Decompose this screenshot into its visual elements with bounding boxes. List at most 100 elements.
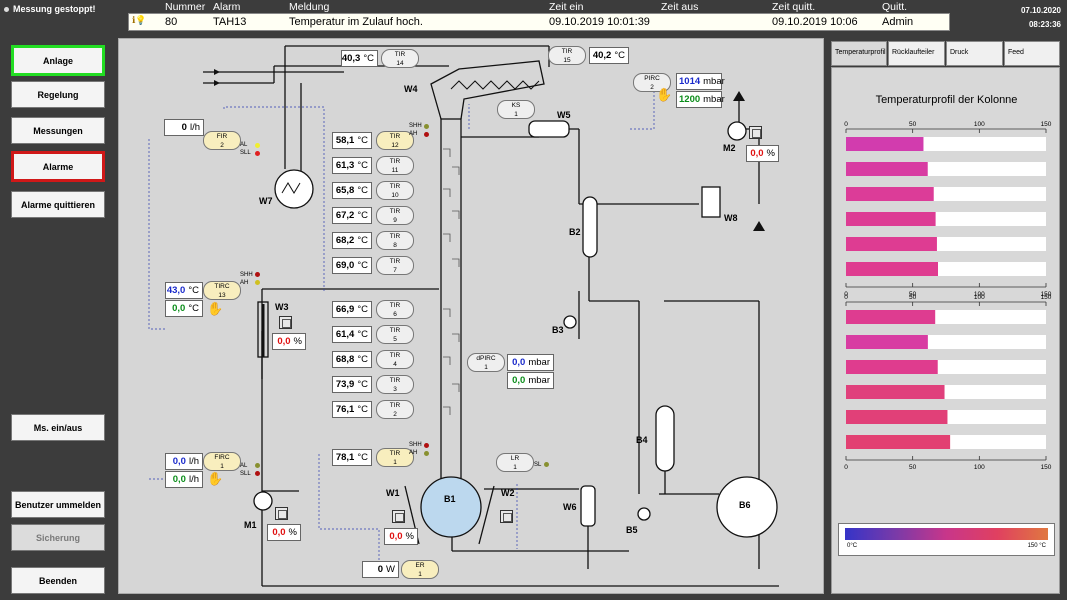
alarme-button[interactable]: Alarme [11,151,105,182]
alarm-row[interactable]: ℹ💡 80 TAH13 Temperatur im Zulauf hoch. 0… [128,13,950,31]
label-w4: W4 [404,84,418,94]
tirc13-shh-led [255,272,260,277]
tab-temperaturprofil[interactable]: Temperaturprofil [831,41,887,66]
label-b3: B3 [552,325,564,335]
anlage-button[interactable]: Anlage [11,45,105,76]
messungen-button[interactable]: Messungen [11,117,105,144]
fir-sll-label: SLL [240,150,251,156]
tab-druck[interactable]: Druck [946,41,1003,66]
w2-setpoint-icon[interactable] [500,510,513,523]
tick-label: 150 [1041,121,1052,128]
temperature-bar [846,385,945,399]
label-b4: B4 [636,435,648,445]
tir1-value: 78,1°C [332,449,372,466]
tick-label-bottom: 100 [974,464,985,471]
tirc13-ah-led [255,280,260,285]
m1-setpoint-icon[interactable] [275,507,288,520]
alarme-quittieren-button[interactable]: Alarme quittieren [11,191,105,218]
legend-max: 150 °C [1027,543,1046,549]
col-zeit-quitt: Zeit quitt. [772,1,816,13]
firc-al-label: AL [240,463,248,469]
tick-label: 150 [1041,294,1052,301]
w1-setpoint-icon[interactable] [392,510,405,523]
chart-title: Temperaturprofil der Kolonne [875,94,1018,106]
tirc13-value-1: 43,0°C [165,282,203,299]
temperature-bar [846,435,951,449]
label-w1: W1 [386,488,400,498]
firc-al-led [255,463,260,468]
manual-hand-icon[interactable]: ✋ [656,87,673,102]
label-w6: W6 [563,502,577,512]
tir15-value: 40,2°C [589,47,629,64]
col-alarm: Alarm [213,1,241,13]
tir-value: 76,1°C [332,401,372,418]
tir12-shh-led [424,124,429,129]
tab-feed[interactable]: Feed [1004,41,1060,66]
alarm-time-ack: 09.10.2019 10:06 [772,16,858,28]
label-w2: W2 [501,488,515,498]
w3-setpoint-icon[interactable] [279,316,292,329]
tick-label: 50 [909,294,917,301]
m2-setpoint-icon[interactable] [749,126,762,139]
tir-value: 69,0°C [332,257,372,274]
fir-al-led [255,143,260,148]
temperature-bar [846,137,924,151]
tirc13-hand-icon[interactable]: ✋ [207,301,224,316]
tir1-shh-led [424,443,429,448]
temperature-bar [846,335,928,349]
tab-ruecklaufteiler[interactable]: Rücklaufteiler [888,41,945,66]
tick-label: 100 [974,121,985,128]
alarm-message: Temperatur im Zulauf hoch. [289,16,423,28]
regelung-button[interactable]: Regelung [11,81,105,108]
temperature-bar [846,237,937,251]
tirc13-value-2: 0,0°C [165,300,203,317]
benutzer-ummelden-button[interactable]: Benutzer ummelden [11,491,105,518]
label-w3: W3 [275,302,289,312]
temperature-bar [846,187,934,201]
tir1-ah-label: AH [409,450,418,456]
status-text: Messung gestoppt! [13,4,96,14]
label-b6: B6 [739,500,751,510]
w3-percent: 0,0% [272,333,306,350]
col-nummer: Nummer [165,1,206,13]
tir1-shh-label: SHH [409,442,422,448]
ms-ein-aus-button[interactable]: Ms. ein/aus [11,414,105,441]
temperature-bar [846,310,936,324]
tick-label-bottom: 150 [1041,464,1052,471]
sicherung-button: Sicherung [11,524,105,551]
tir-value: 68,2°C [332,232,372,249]
w1-percent: 0,0% [384,528,418,545]
current-date: 07.10.2020 [1020,6,1061,15]
firc-hand-icon[interactable]: ✋ [207,471,224,486]
tick-label: 0 [844,121,848,128]
beenden-button[interactable]: Beenden [11,567,105,594]
legend-gradient [845,528,1048,540]
